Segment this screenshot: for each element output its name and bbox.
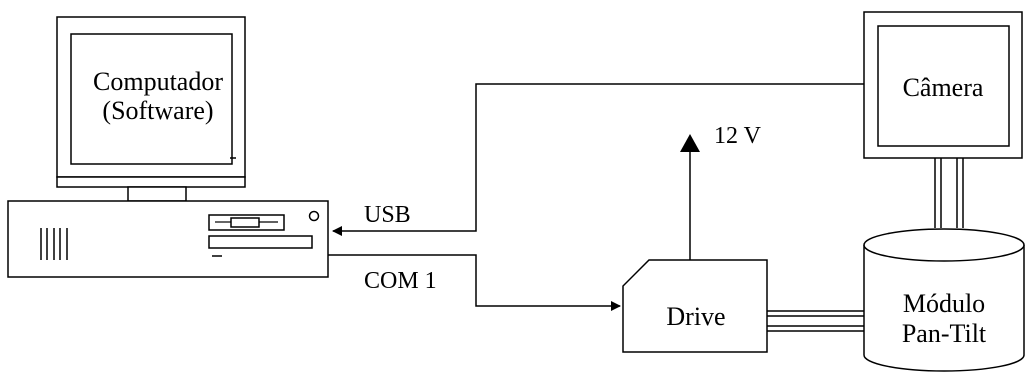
power-label: 12 V — [714, 123, 762, 149]
camera-label: Câmera — [903, 73, 984, 102]
pantilt-module — [863, 228, 1025, 372]
camera-unit — [863, 11, 1023, 228]
computer-label-line2: (Software) — [102, 96, 213, 125]
power-arrow-icon — [680, 134, 700, 152]
drive-box — [622, 259, 768, 353]
computer-case — [7, 200, 329, 278]
pantilt-label-line2: Pan-Tilt — [902, 319, 987, 348]
pantilt-label-line1: Módulo — [903, 289, 985, 318]
usb-connection-line — [332, 83, 864, 236]
drive-label: Drive — [666, 302, 725, 331]
com1-label: COM 1 — [364, 268, 437, 294]
computer-label-line1: Computador — [93, 67, 223, 96]
usb-label: USB — [364, 202, 411, 228]
com1-connection-line — [328, 254, 621, 311]
computer-monitor — [56, 16, 246, 202]
drive-pantilt-shaft — [767, 310, 864, 332]
